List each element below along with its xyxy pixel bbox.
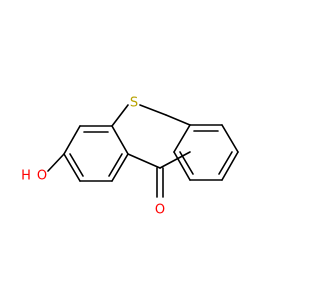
hydroxyl-oxygen-label: O [37, 169, 47, 184]
double-bond-inner [69, 153, 84, 177]
bond [63, 125, 81, 155]
bond [173, 124, 191, 153]
molecule-drawing: S O O H [21, 96, 239, 218]
double-bond-inner [179, 151, 194, 175]
hydroxyl-bond [47, 153, 65, 172]
bond [111, 125, 129, 155]
bond [127, 153, 161, 169]
bond [221, 124, 239, 153]
bond [221, 151, 239, 181]
double-bond-inner [218, 151, 233, 175]
hydroxyl-hydrogen-label: H [21, 169, 31, 184]
structure-canvas: S O O H [21, 95, 239, 218]
bond [63, 153, 81, 182]
bond [139, 104, 167, 116]
bond [159, 151, 191, 169]
double-bond-inner [108, 153, 123, 177]
bond [173, 151, 191, 181]
bond [165, 114, 191, 126]
sulfur-atom-label: S [130, 96, 138, 111]
bond [111, 153, 129, 182]
bond [111, 104, 129, 127]
carbonyl-oxygen-label: O [155, 203, 165, 218]
bond-lines [47, 104, 239, 198]
